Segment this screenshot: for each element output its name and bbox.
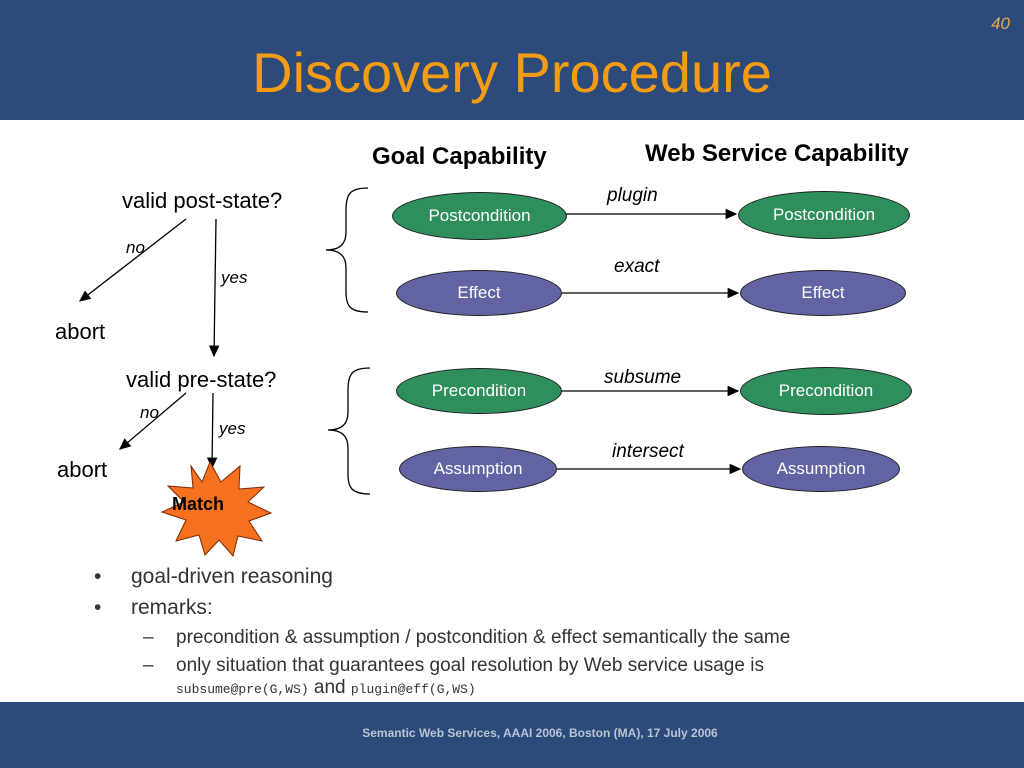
footer-bar xyxy=(0,702,1024,768)
goal-assumption-ellipse: Assumption xyxy=(399,446,557,492)
brace-pre xyxy=(327,367,371,495)
label-no-1: no xyxy=(126,238,145,257)
goal-postcondition-label: Postcondition xyxy=(428,206,531,225)
relation-exact: exact xyxy=(614,256,660,277)
relation-subsume: subsume xyxy=(604,367,682,388)
relation-intersect: intersect xyxy=(612,441,684,462)
arrow-yes-2 xyxy=(206,392,218,470)
ws-effect-ellipse: Effect xyxy=(740,270,906,316)
sub-bullet-semantics: precondition & assumption / postconditio… xyxy=(176,627,791,648)
arrow-yes-1 xyxy=(208,218,220,358)
arrow-no-1 xyxy=(78,218,187,302)
goal-capability-header: Goal Capability xyxy=(372,143,547,170)
ws-postcondition-ellipse: Postcondition xyxy=(738,191,910,239)
goal-effect-label: Effect xyxy=(457,283,501,302)
ws-precondition-ellipse: Precondition xyxy=(740,367,912,415)
ws-postcondition-label: Postcondition xyxy=(772,205,876,224)
label-no-2: no xyxy=(140,403,159,422)
bullet-marker-1: • xyxy=(94,565,102,588)
abort-1: abort xyxy=(55,319,106,344)
ws-capability-header: Web Service Capability xyxy=(645,140,909,167)
abort-2: abort xyxy=(57,457,108,482)
slide-title: Discovery Procedure xyxy=(252,41,772,104)
goal-precondition-label: Precondition xyxy=(431,381,527,400)
goal-precondition-ellipse: Precondition xyxy=(396,368,562,414)
goal-postcondition-ellipse: Postcondition xyxy=(392,192,567,240)
ws-precondition-label: Precondition xyxy=(778,381,874,400)
and-word: and xyxy=(313,677,346,698)
code-plugin-eff: plugin@eff(G,WS) xyxy=(350,682,476,697)
title-bar xyxy=(0,0,1024,120)
sub-bullet-marker-2: – xyxy=(143,655,154,676)
label-yes-1: yes xyxy=(221,268,248,287)
ws-assumption-ellipse: Assumption xyxy=(742,446,900,492)
goal-assumption-label: Assumption xyxy=(433,459,523,478)
relation-plugin: plugin xyxy=(607,185,658,206)
footer-text: Semantic Web Services, AAAI 2006, Boston… xyxy=(362,726,718,740)
goal-effect-ellipse: Effect xyxy=(396,270,562,316)
slide-number: 40 xyxy=(991,14,1010,33)
sub-bullet-guarantee: only situation that guarantees goal reso… xyxy=(176,655,764,676)
sub-bullet-condition-line: subsume@pre(G,WS) and plugin@eff(G,WS) xyxy=(176,677,476,699)
question-post-state: valid post-state? xyxy=(122,188,283,213)
bullet-goal-driven: goal-driven reasoning xyxy=(131,565,333,588)
code-subsume-pre: subsume@pre(G,WS) xyxy=(176,682,309,697)
ws-effect-label: Effect xyxy=(801,283,845,302)
bullet-remarks: remarks: xyxy=(131,596,213,619)
match-star xyxy=(160,460,273,558)
match-label: Match xyxy=(172,494,225,514)
brace-post xyxy=(325,187,369,313)
label-yes-2: yes xyxy=(219,419,246,438)
bullet-marker-2: • xyxy=(94,596,102,619)
sub-bullet-marker-1: – xyxy=(143,627,154,648)
arrow-no-2 xyxy=(119,392,187,450)
question-pre-state: valid pre-state? xyxy=(126,367,277,392)
ws-assumption-label: Assumption xyxy=(776,459,866,478)
